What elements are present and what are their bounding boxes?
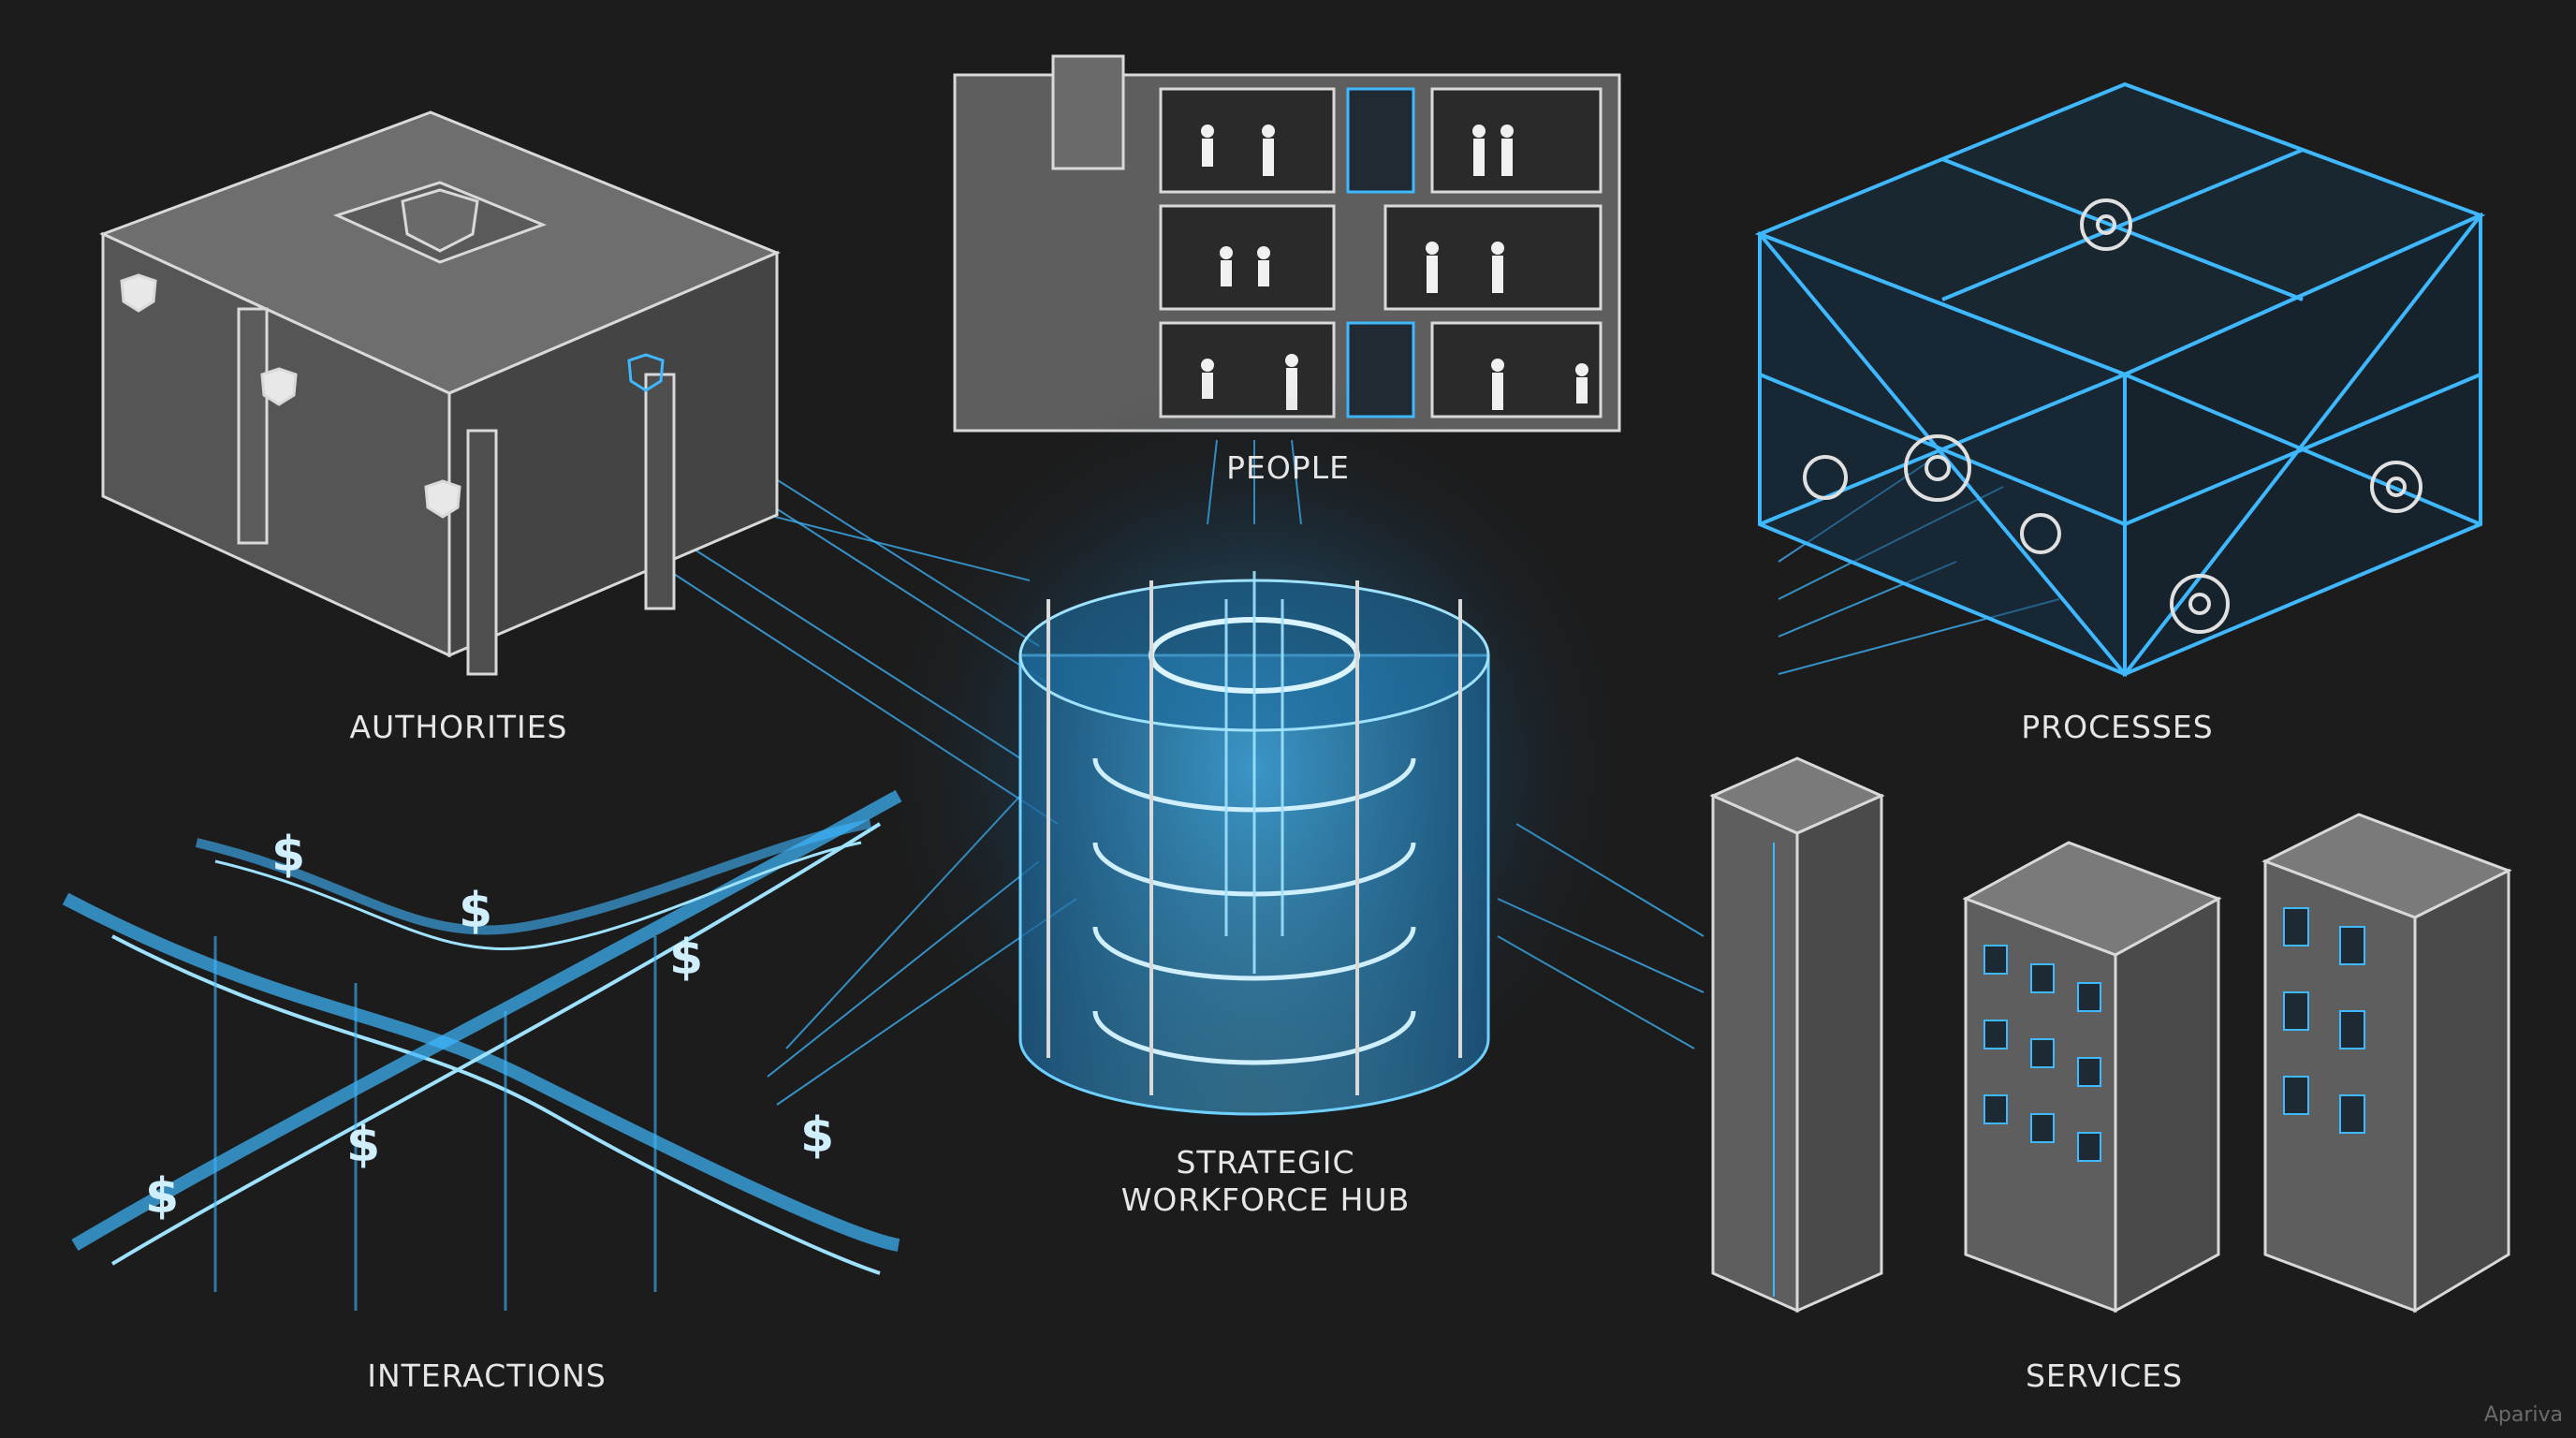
- authorities-fortress: [99, 110, 781, 676]
- people-label: PEOPLE: [1226, 449, 1350, 486]
- hub-label-line2: WORKFORCE HUB: [1120, 1181, 1411, 1218]
- svg-text:$: $: [800, 1108, 834, 1164]
- watermark: Apariva: [2483, 1403, 2563, 1427]
- services-towers: [1709, 756, 2512, 1313]
- hub-label: STRATEGIC WORKFORCE HUB: [1121, 1144, 1410, 1219]
- svg-text:$: $: [346, 1117, 380, 1173]
- strategic-workforce-hub: [861, 374, 1647, 1161]
- interactions-roads: $ $ $ $ $ $: [62, 789, 902, 1311]
- services-label: SERVICES: [2025, 1357, 2184, 1394]
- people-building: [953, 54, 1621, 433]
- svg-text:$: $: [145, 1168, 179, 1225]
- processes-label: PROCESSES: [2021, 709, 2214, 745]
- svg-text:$: $: [271, 827, 305, 883]
- processes-lattice-cube: [1754, 81, 2486, 678]
- hub-label-line1: STRATEGIC: [1176, 1144, 1355, 1181]
- authorities-label: AUTHORITIES: [349, 709, 568, 745]
- svg-text:$: $: [459, 883, 492, 939]
- svg-text:$: $: [669, 930, 703, 986]
- interactions-label: INTERACTIONS: [367, 1357, 607, 1394]
